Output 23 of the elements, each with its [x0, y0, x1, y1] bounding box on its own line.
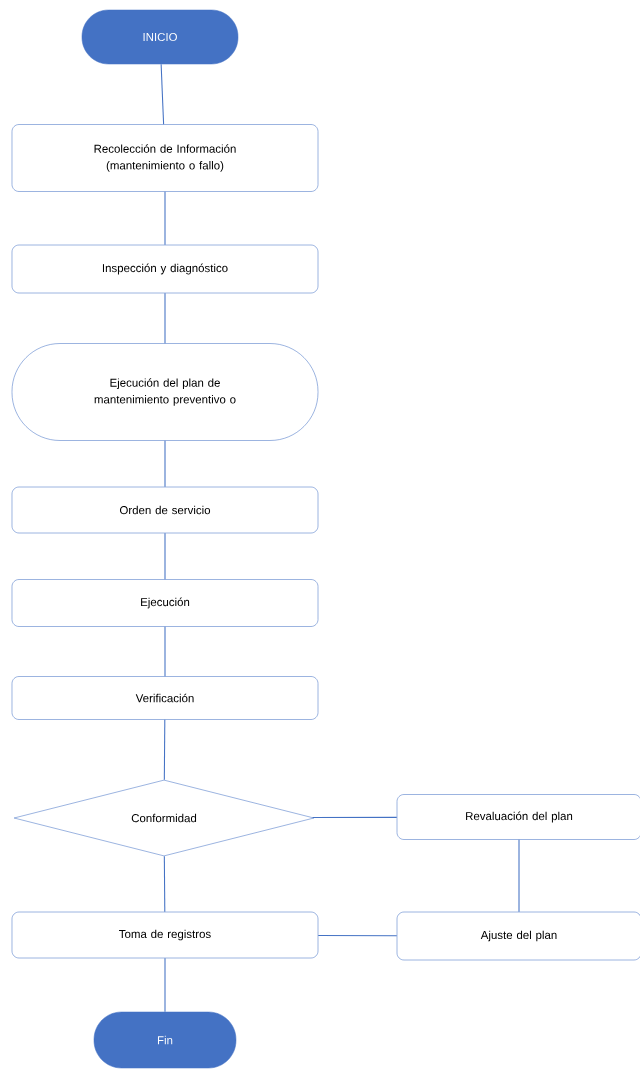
- connector-line: [164, 532, 166, 580]
- connector-line: [163, 719, 166, 781]
- process-box: Inspección y diagnóstico: [11, 244, 319, 294]
- connector-line: [164, 957, 166, 1013]
- process-box: Revaluación del plan: [396, 794, 640, 840]
- connector-line: [163, 855, 166, 913]
- process-box: Toma de registros: [11, 911, 319, 959]
- process-box: Orden de servicio: [11, 486, 319, 534]
- process-box: Ajuste del plan: [396, 911, 640, 961]
- process-box: Ejecución: [11, 579, 319, 627]
- connector-line: [518, 839, 520, 913]
- process-box: Recolección de Información (mantenimiento o fallo): [11, 124, 319, 192]
- connector-line: [164, 440, 166, 488]
- connector-line: [164, 292, 166, 344]
- process-stadium: Ejecución del plan de mantenimiento preventivo o: [11, 343, 319, 441]
- connector-line: [164, 626, 166, 677]
- connector-line: [317, 934, 398, 937]
- process-box: Verificación: [11, 676, 319, 720]
- terminal-pill: INICIO: [81, 9, 239, 65]
- connector-line: [312, 816, 398, 819]
- connector-line: [160, 63, 165, 125]
- connector-line: [164, 191, 166, 246]
- terminal-pill: Fin: [93, 1011, 237, 1069]
